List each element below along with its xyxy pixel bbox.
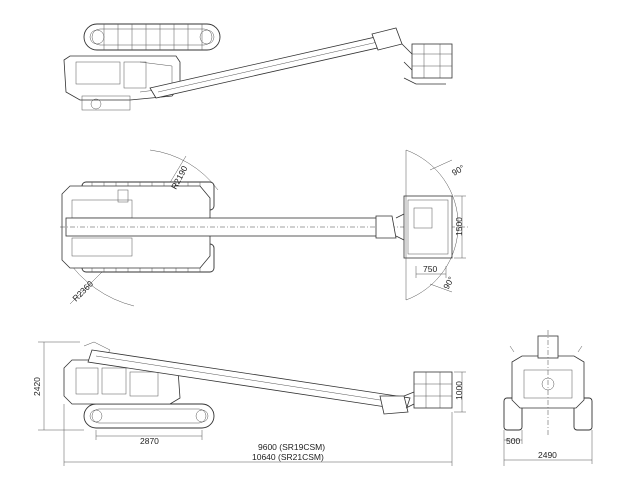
dim-angle-upper: 90° <box>450 163 466 178</box>
dim-front-radius: R2360 <box>70 278 95 303</box>
dim-side-height: 2420 <box>32 377 42 396</box>
dim-side-length-2: 10640 (SR21CSM) <box>252 452 324 462</box>
dim-side-wheelbase: 2870 <box>140 436 159 446</box>
dim-front-overall-width: 2490 <box>538 450 557 460</box>
view-side-elevated <box>63 23 453 111</box>
dim-platform-width: 1500 <box>454 217 464 236</box>
platform-basket <box>401 43 453 85</box>
plan-boom <box>60 215 470 239</box>
dim-angle-lower: 90° <box>441 275 456 291</box>
platform-rotation-arc <box>405 149 459 301</box>
plan-platform <box>395 195 453 259</box>
view-front: 500 2490 <box>503 330 593 466</box>
side-platform <box>403 371 453 409</box>
boom <box>149 27 403 99</box>
dim-platform-depth: 750 <box>423 264 437 274</box>
side-boom <box>87 349 411 415</box>
dim-front-track-width: 500 <box>506 436 520 446</box>
chassis-body <box>63 55 181 111</box>
upper-track <box>83 23 221 51</box>
dim-side-platform-height: 1000 <box>454 381 464 400</box>
dim-side-length-1: 9600 (SR19CSM) <box>258 442 325 452</box>
view-side: 2420 1000 2870 9600 (SR19CSM) 10640 (SR2… <box>32 341 466 466</box>
side-track <box>83 403 215 429</box>
view-plan: R2190 R2360 90° 90° 1500 750 <box>60 149 470 307</box>
